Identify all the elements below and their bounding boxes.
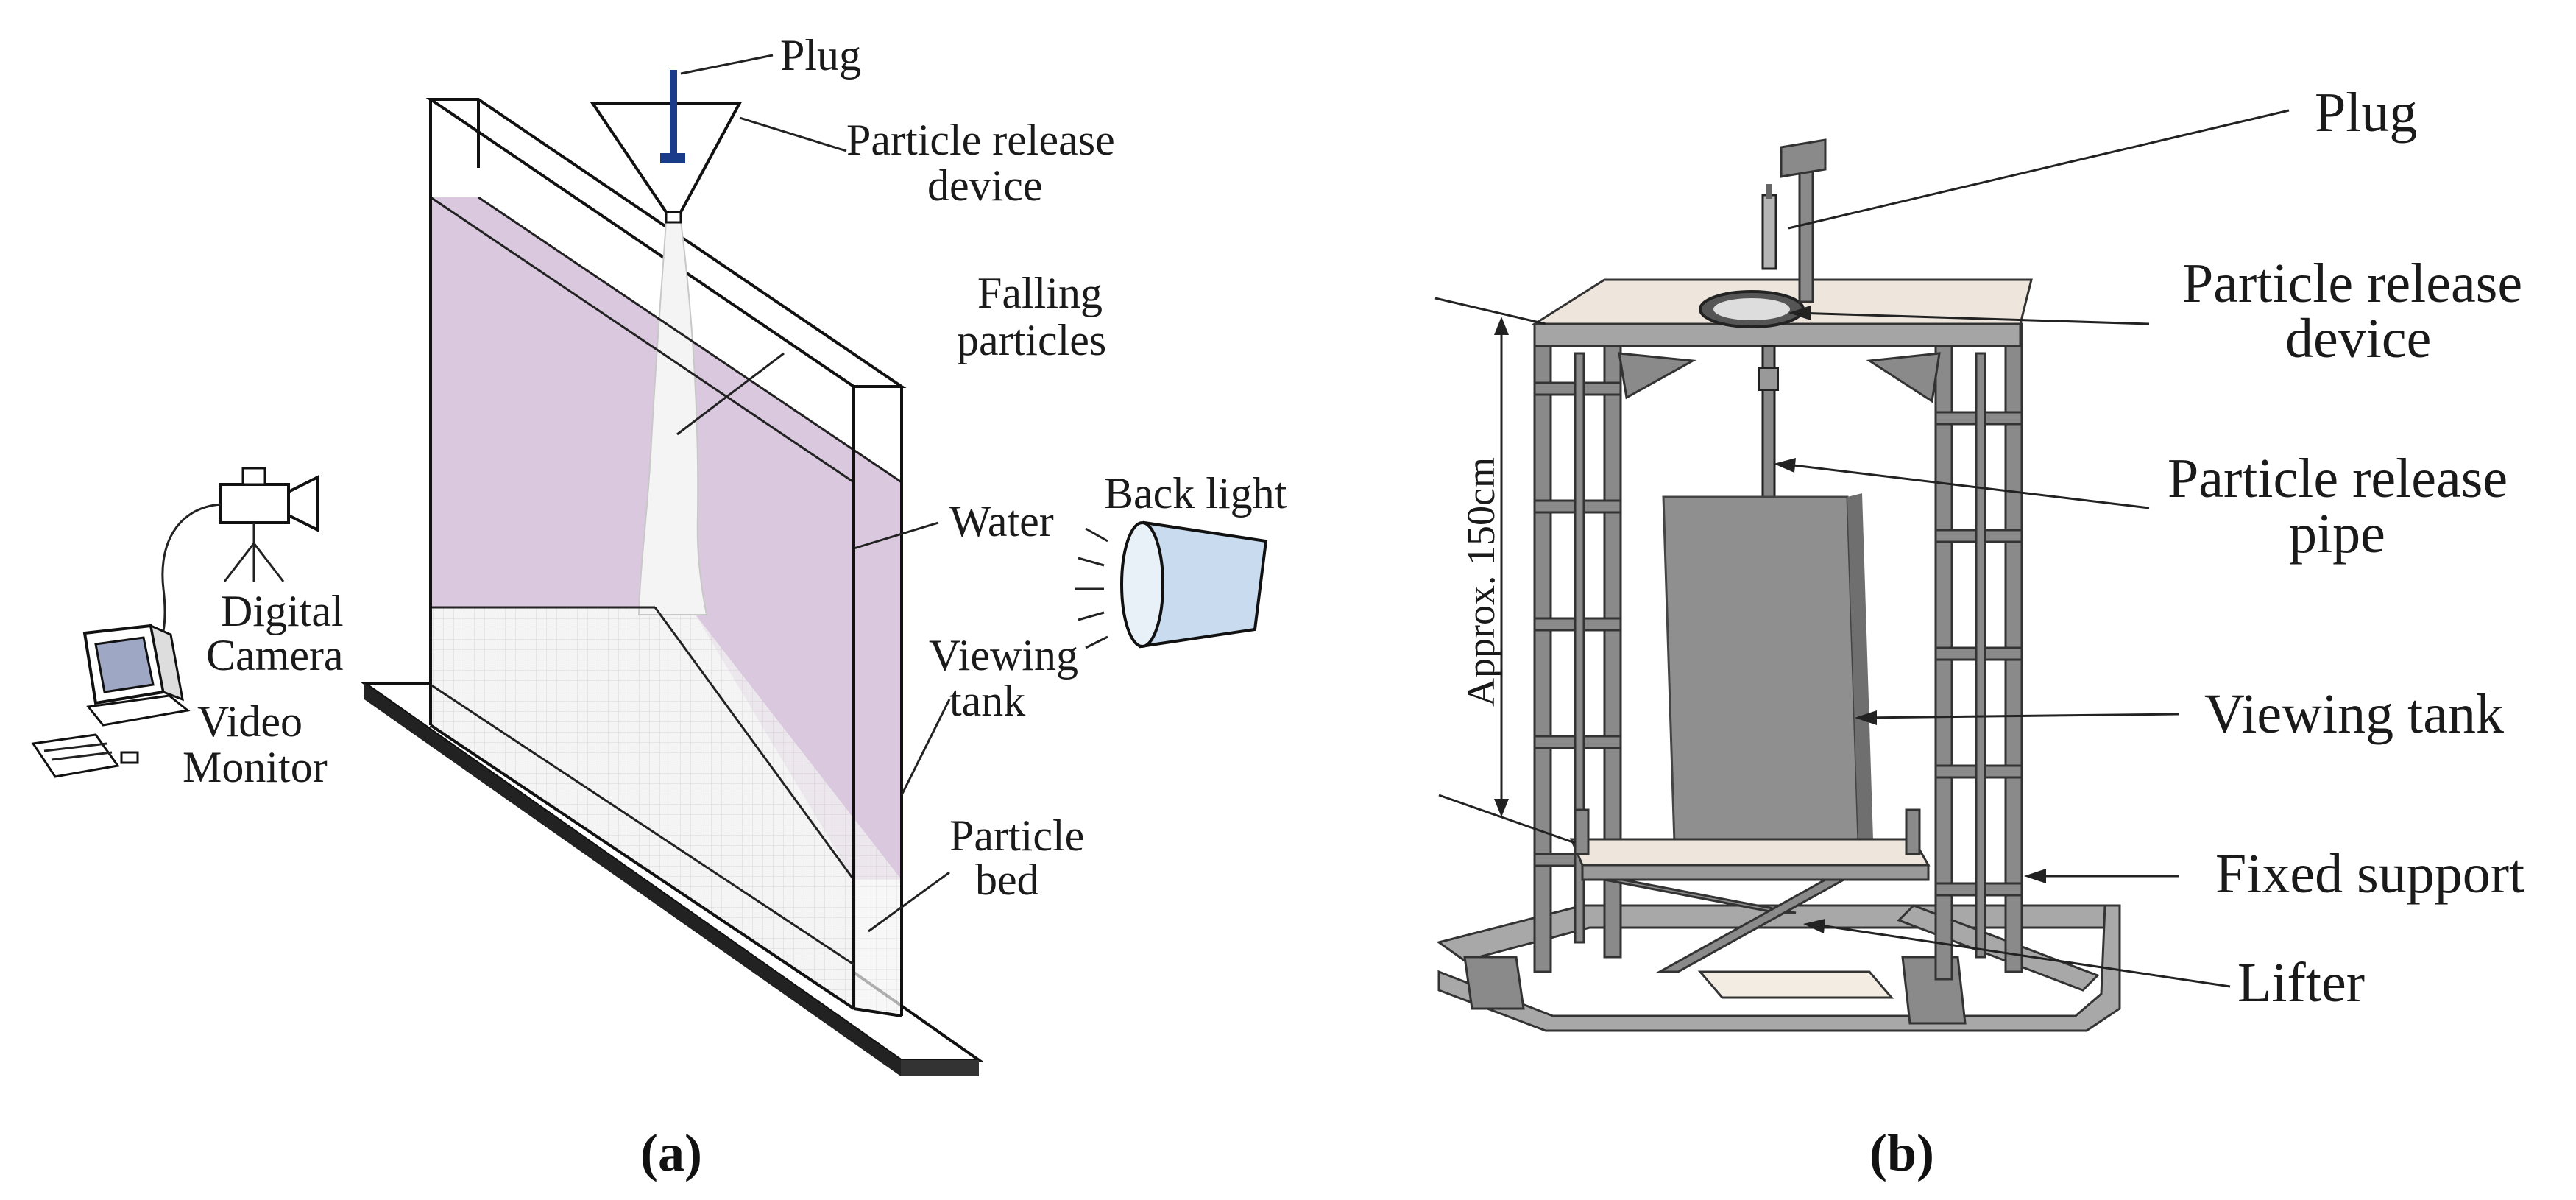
- label-video-monitor-1: Video: [197, 697, 302, 746]
- caption-a: (a): [640, 1123, 702, 1182]
- label-water: Water: [949, 497, 1054, 546]
- viewing-tank: [425, 98, 907, 1017]
- label-falling-particles-1: Falling: [977, 269, 1103, 317]
- label-falling-particles-2: particles: [957, 316, 1106, 364]
- leader-lines-b: [1774, 109, 2290, 988]
- back-light: [1075, 520, 1268, 649]
- label-viewing-tank-a-1: Viewing: [929, 631, 1078, 680]
- label-lifter: Lifter: [2237, 952, 2365, 1014]
- viewing-tank-panel: [1662, 493, 1873, 844]
- camera-icon: [149, 467, 319, 660]
- label-digital-camera-2: Camera: [206, 631, 344, 680]
- label-fixed-support: Fixed support: [2215, 843, 2524, 905]
- label-digital-camera-1: Digital: [221, 587, 344, 635]
- release-ring: [1699, 290, 1805, 328]
- caption-b: (b): [1869, 1123, 1934, 1182]
- right-tower: [1866, 322, 2023, 981]
- label-back-light: Back light: [1104, 469, 1287, 518]
- height-dimension: [1434, 297, 1576, 844]
- release-pipe: [1758, 345, 1779, 509]
- label-plug-b: Plug: [2315, 82, 2417, 144]
- label-particle-bed-2: bed: [975, 855, 1039, 904]
- monitor-icon: [31, 624, 191, 778]
- label-viewing-tank-b: Viewing tank: [2204, 683, 2504, 745]
- left-tower: [1533, 322, 1696, 973]
- plug: [660, 70, 685, 163]
- label-height: Approx. 150cm: [1459, 457, 1503, 707]
- label-plug-a: Plug: [780, 31, 861, 80]
- label-video-monitor-2: Monitor: [183, 743, 328, 791]
- lifter: [1569, 808, 1931, 973]
- panel-b: Approx. 150cm Plug Particle release devi…: [1434, 82, 2524, 1182]
- leader-lines-a: [676, 54, 951, 933]
- panel-a: Plug Particle release device Falling par…: [31, 31, 1287, 1182]
- label-release-device-a-1: Particle release: [846, 116, 1115, 164]
- label-release-device-a-2: device: [927, 161, 1043, 210]
- label-release-pipe-1: Particle release: [2168, 448, 2508, 509]
- falling-particles: [637, 220, 708, 615]
- label-release-pipe-2: pipe: [2289, 503, 2385, 565]
- label-release-device-b-2: device: [2285, 308, 2431, 370]
- label-viewing-tank-a-2: tank: [949, 677, 1025, 725]
- label-release-device-b-1: Particle release: [2182, 253, 2522, 314]
- label-particle-bed-1: Particle: [949, 811, 1084, 860]
